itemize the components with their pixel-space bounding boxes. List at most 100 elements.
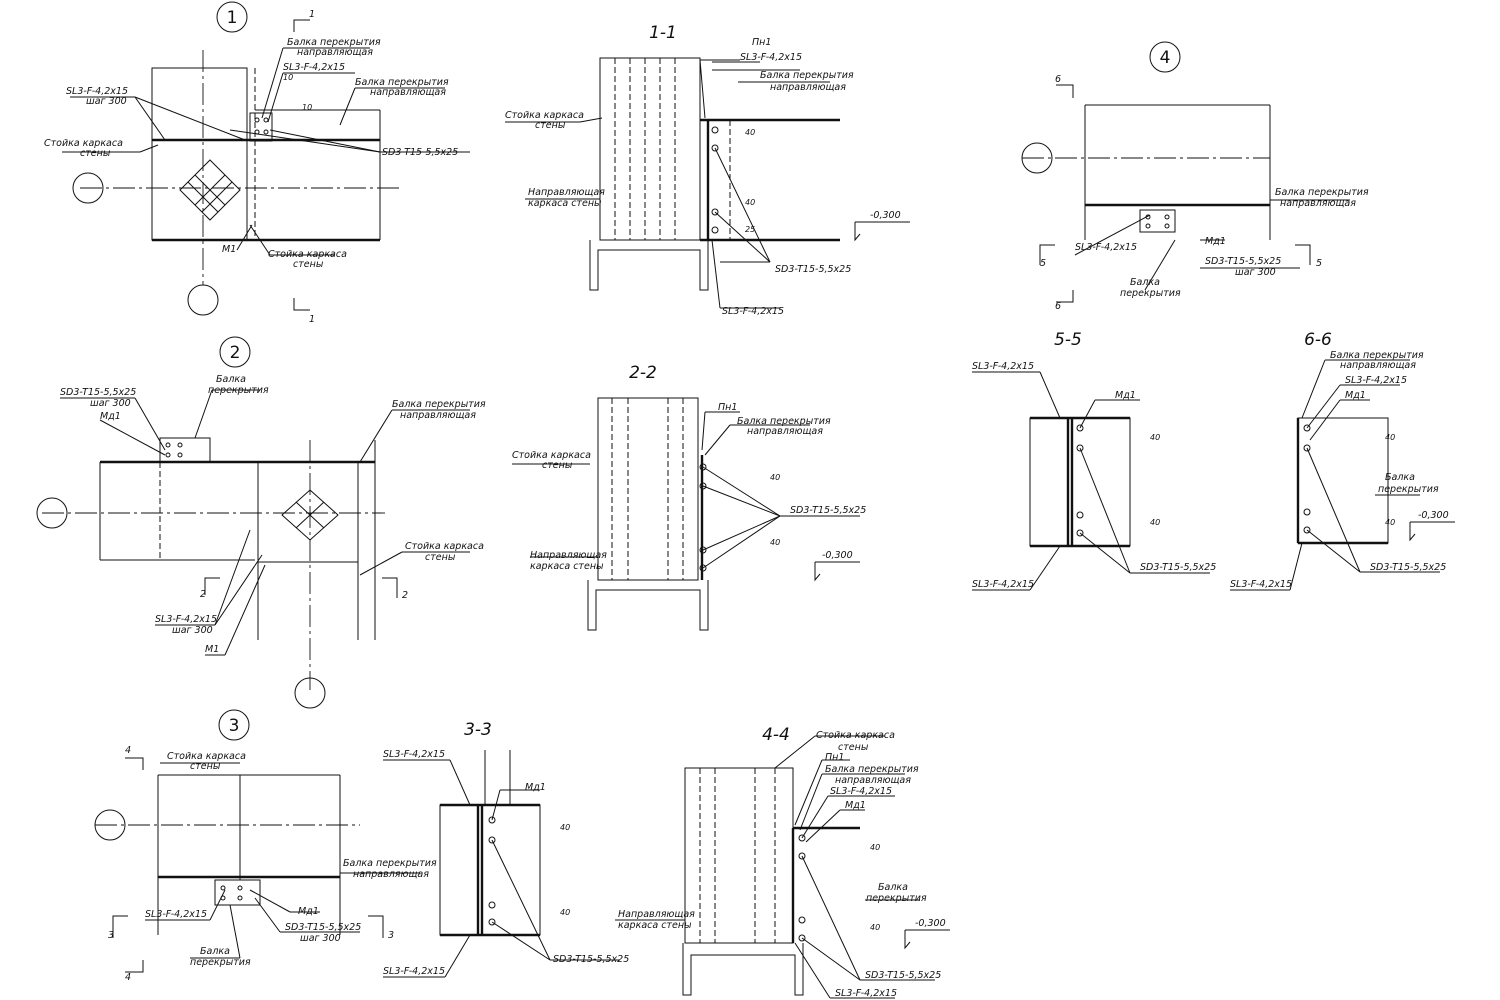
label-beam-guide-2: направляющая [835,775,911,786]
label-beam-guide-2: направляющая [400,410,476,421]
label-beam-1: Балка [216,374,246,385]
base-channel [682,943,804,996]
label-sl3: SL3-F-4,2x15 [155,614,217,625]
dim-40: 40 [1385,433,1395,442]
node-4-number: 4 [1160,48,1171,68]
section-2-2: 2-2 Пн1 Балка перекрытия направляющая Ст… [512,363,866,631]
label-sd3: SD3-T15-5,5x25 [553,954,629,965]
cut-2-label-right: 2 [402,590,408,601]
label-stud-1: Стойка каркаса [512,450,591,461]
label-md1: Мд1 [845,800,866,811]
label-beam-2: перекрытия [1378,484,1439,495]
label-md1: Мд1 [298,906,319,917]
section-5-5-title: 5-5 [1054,330,1082,350]
label-md1: Мд1 [100,411,121,422]
label-beam-guide-1: Балка перекрытия [825,764,919,775]
gusset-plate [214,879,261,906]
node-2-number: 2 [230,343,241,363]
label-sl3: SL3-F-4,2x15 [1345,375,1407,386]
label-elevation: -0,300 [870,210,901,221]
label-md1: Мд1 [1205,236,1226,247]
label-elevation: -0,300 [822,550,853,561]
label-sl3: SL3-F-4,2x15 [383,966,445,977]
cut-mark-1-bottom [293,298,310,311]
node-3-number: 3 [229,716,240,736]
dim-40: 40 [745,198,755,207]
label-beam-1: Балка [1130,277,1160,288]
section-6-6: 6-6 Балка перекрытия направляющая SL3-F-… [1230,330,1455,591]
label-pn1: Пн1 [752,37,771,48]
label-sl3: SL3-F-4,2x15 [66,86,128,97]
section-2-2-title: 2-2 [629,363,657,383]
cut-4-label-top: 4 [125,745,131,756]
label-pn1: Пн1 [825,752,844,763]
cut-5-label-left: 5 [1040,258,1046,269]
label-m1: М1 [222,244,236,255]
label-m1: М1 [205,644,219,655]
label-stud-1: Стойка каркаса [505,110,584,121]
label-beam-2: перекрытия [866,893,927,904]
label-stud-2: стены [190,761,221,772]
node-2-plan: 2 2 2 SD3-T15-5,5x25 шаг 300 Мд1 Балка п… [36,336,486,709]
axis-bubble-left [72,172,104,204]
label-wallguide-1: Направляющая [528,187,605,198]
label-beam-guide-2: направляющая [1340,360,1416,371]
label-beam-guide-1: Балка перекрытия [392,399,486,410]
node-1-number: 1 [227,8,238,28]
label-elevation: -0,300 [915,918,946,929]
axis-bubble-left [36,497,68,529]
label-stud-1: Стойка каркаса [816,730,895,741]
label-sd3: SD3-T15-5,5x25 [775,264,851,275]
label-beam-2: перекрытия [190,957,251,968]
label-beam-2: перекрытия [208,385,269,396]
label-wallguide-2: каркаса стены [528,198,602,209]
label-beam-1: Балка [200,946,230,957]
dim-40: 40 [1150,433,1160,442]
label-stud-1: Стойка каркаса [167,751,246,762]
axis-bubble-left [94,809,126,841]
axis-bubble-left [1021,142,1053,174]
cut-3-label-right: 3 [388,930,394,941]
gusset-plate [159,437,211,463]
cut-2-label-left: 2 [200,589,206,600]
label-sl3: SL3-F-4,2x15 [972,361,1034,372]
label-sd3: SD3-T15-5,5x25 [1370,562,1446,573]
label-stud-2: стены [535,120,566,131]
cut-6-label-top: 6 [1055,74,1061,85]
label-md1: Мд1 [525,782,546,793]
dim-10: 10 [302,103,312,112]
dim-25: 25 [745,225,755,234]
label-elevation: -0,300 [1418,510,1449,521]
dim-40: 40 [1385,518,1395,527]
node-4-plan: 4 6 6 5 5 Балка перекрытия направляющая … [1021,41,1369,312]
label-sd3: SD3-T15-5,5x25 [60,387,136,398]
label-step: шаг 300 [86,96,127,107]
label-beam-2: перекрытия [1120,288,1181,299]
label-stud-1: Стойка каркаса [405,541,484,552]
cut-1-label-bottom: 1 [309,314,315,325]
section-1-1: 1-1 Пн1 SL3-F-4,2x15 Балка перекрытия на… [505,23,910,317]
label-step: шаг 300 [90,398,131,409]
node-4-marker [1149,41,1181,73]
label-sl3: SL3-F-4,2x15 [972,579,1034,590]
label-stud-2: стены [838,742,869,753]
gusset-plate [249,112,273,142]
dim-40: 40 [560,908,570,917]
label-md1: Мд1 [1345,390,1366,401]
stud-cross-hatch [179,159,241,221]
label-sd3: SD3-T15-5,5x25 [285,922,361,933]
label-sl3: SL3-F-4,2x15 [722,306,784,317]
label-beam-guide-1: Балка перекрытия [760,70,854,81]
label-beam-guide-1: Балка перекрытия [737,416,831,427]
section-3-3: 3-3 SL3-F-4,2x15 Мд1 SD3-T15-5,5x25 SL3-… [383,720,629,978]
section-6-6-title: 6-6 [1304,330,1332,350]
label-sd3: SD3-T15-5,5x25 [382,147,458,158]
dim-10: 10 [283,73,293,82]
label-sd3: SD3-T15-5,5x25 [1140,562,1216,573]
cut-1-label-top: 1 [309,9,315,20]
label-stud-2: стены [542,460,573,471]
dim-40: 40 [770,473,780,482]
label-stud-1: Стойка каркаса [44,138,123,149]
section-3-3-title: 3-3 [464,720,492,740]
